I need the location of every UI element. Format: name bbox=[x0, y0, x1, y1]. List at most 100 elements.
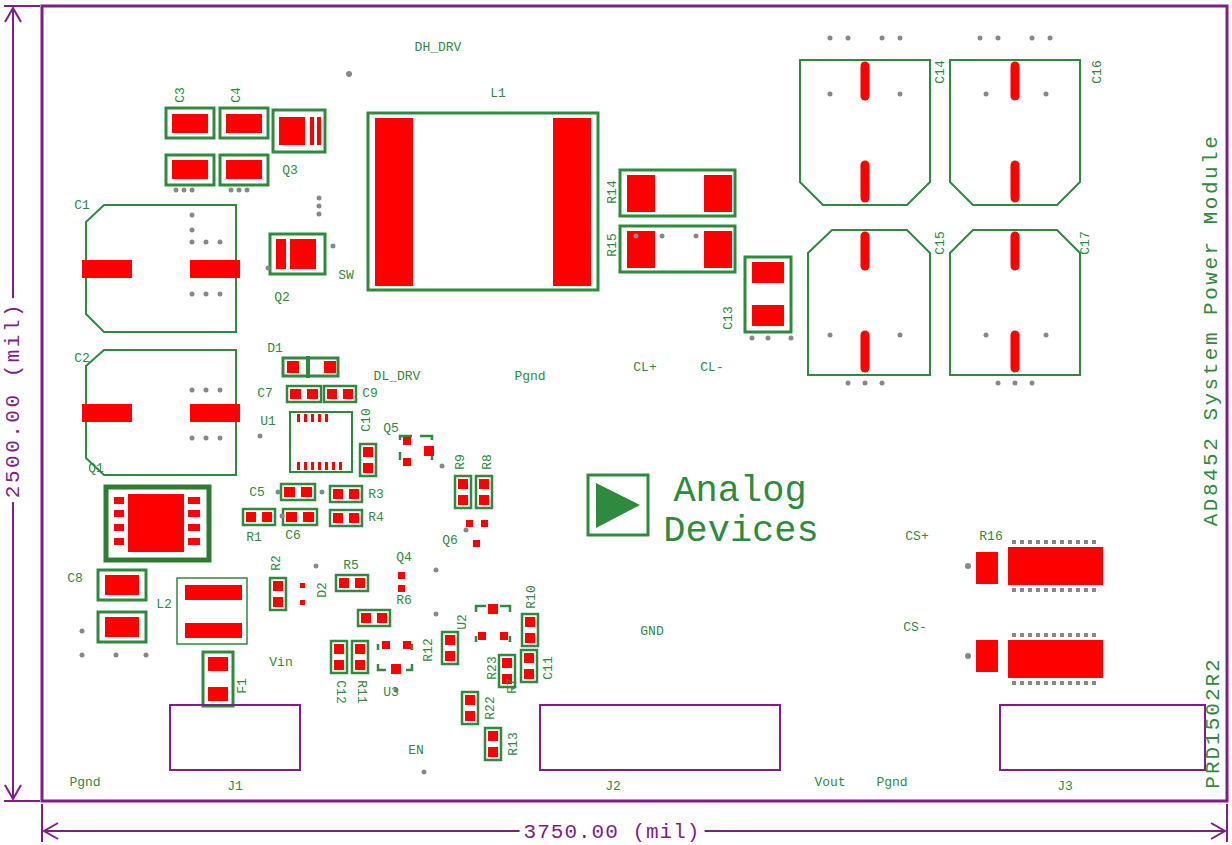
pad bbox=[297, 462, 300, 470]
pad bbox=[481, 520, 488, 527]
via bbox=[190, 228, 195, 233]
pad bbox=[349, 489, 359, 499]
part-designator: R2 bbox=[270, 555, 283, 571]
part-designator: R10 bbox=[525, 585, 538, 608]
via-row bbox=[1012, 681, 1100, 685]
pad bbox=[424, 446, 434, 456]
pad bbox=[325, 462, 328, 470]
part-designator: C7 bbox=[257, 387, 273, 400]
via bbox=[114, 653, 119, 658]
via bbox=[750, 336, 755, 341]
part-designator: C8 bbox=[67, 572, 83, 585]
pad bbox=[304, 414, 307, 422]
pad bbox=[377, 613, 387, 623]
pad bbox=[190, 260, 240, 278]
via bbox=[346, 71, 352, 77]
part-designator: Q3 bbox=[282, 164, 298, 177]
pad bbox=[363, 447, 373, 457]
part-designator: C1 bbox=[74, 199, 90, 212]
part-designator: R1 bbox=[246, 531, 262, 544]
pad bbox=[105, 617, 139, 637]
pad bbox=[343, 389, 353, 399]
pad bbox=[375, 118, 413, 286]
via bbox=[218, 436, 223, 441]
pad bbox=[287, 361, 299, 373]
pad bbox=[286, 512, 297, 522]
signal-name: GND bbox=[640, 625, 663, 638]
signal-name: Vin bbox=[269, 656, 292, 669]
pad bbox=[488, 604, 498, 614]
capacitor-outline bbox=[950, 230, 1080, 375]
pad bbox=[114, 524, 124, 531]
dim-arrow bbox=[1211, 823, 1225, 839]
pad bbox=[524, 653, 534, 663]
pad bbox=[311, 462, 314, 470]
connector-designator: J2 bbox=[605, 780, 621, 793]
part-designator: R14 bbox=[606, 180, 619, 203]
part-outline bbox=[522, 614, 538, 646]
part-outline bbox=[243, 509, 275, 525]
pad bbox=[290, 239, 316, 269]
pad bbox=[445, 651, 455, 661]
via bbox=[440, 464, 445, 469]
pad bbox=[502, 658, 512, 668]
part-designator: C11 bbox=[542, 656, 555, 679]
pad bbox=[311, 414, 314, 422]
pad bbox=[349, 513, 359, 523]
via bbox=[422, 770, 427, 775]
signal-name: DL_DRV bbox=[374, 370, 421, 383]
part-designator: C2 bbox=[74, 352, 90, 365]
pad bbox=[466, 520, 473, 527]
part-designator: R12 bbox=[422, 638, 435, 661]
dim-tick bbox=[1226, 804, 1228, 842]
pad bbox=[188, 510, 200, 517]
via bbox=[190, 188, 195, 193]
part-designator: F1 bbox=[236, 678, 249, 694]
pad bbox=[458, 479, 468, 489]
part-outline bbox=[358, 610, 390, 626]
dim-arrow bbox=[5, 785, 21, 799]
via bbox=[880, 36, 885, 41]
pad bbox=[318, 414, 321, 422]
via bbox=[190, 292, 195, 297]
pad bbox=[525, 633, 535, 643]
via bbox=[80, 629, 85, 634]
part-designator: R6 bbox=[396, 594, 412, 607]
via bbox=[80, 653, 85, 658]
part-designator: L2 bbox=[156, 598, 172, 611]
capacitor-outline bbox=[98, 612, 146, 642]
pad bbox=[325, 414, 328, 422]
part-designator: Q6 bbox=[442, 534, 458, 547]
pad bbox=[188, 524, 200, 531]
via bbox=[789, 336, 794, 341]
via bbox=[1044, 333, 1049, 338]
pad bbox=[273, 597, 283, 607]
transistor bbox=[300, 436, 510, 674]
pad bbox=[478, 632, 486, 640]
via bbox=[317, 204, 322, 209]
part-designator: Q5 bbox=[383, 422, 399, 435]
pad bbox=[317, 117, 321, 145]
pad bbox=[301, 487, 312, 497]
pad bbox=[403, 437, 411, 445]
pad bbox=[976, 640, 998, 672]
ic-outline bbox=[290, 412, 352, 472]
via bbox=[996, 381, 1001, 386]
part-designator: R23 bbox=[486, 656, 499, 679]
via bbox=[996, 36, 1001, 41]
via bbox=[218, 388, 223, 393]
pad bbox=[704, 231, 732, 268]
via bbox=[320, 490, 325, 495]
via bbox=[190, 388, 195, 393]
signal-name: CL- bbox=[700, 361, 723, 374]
capacitor-outline bbox=[745, 257, 791, 332]
capacitor-outline bbox=[800, 60, 930, 205]
pad bbox=[752, 305, 784, 326]
pad bbox=[324, 361, 336, 373]
via bbox=[190, 240, 195, 245]
pad bbox=[333, 513, 343, 523]
pad bbox=[114, 510, 124, 517]
part-designator: C12 bbox=[334, 680, 347, 703]
via-row bbox=[1012, 540, 1100, 544]
pad bbox=[1011, 335, 1020, 368]
